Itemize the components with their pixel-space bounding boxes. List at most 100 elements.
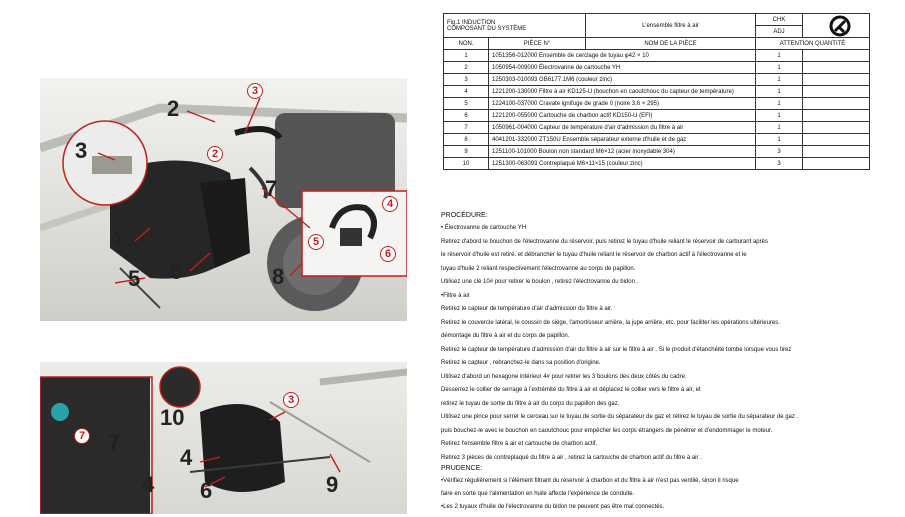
- part-description: 1250303-010093 GB6177.1M6 (couleur zinc): [488, 73, 756, 86]
- part-description: 1251100-101000 Boulon non standard M6×12…: [488, 145, 756, 158]
- caution-title: PRUDENCE:: [441, 465, 483, 472]
- procedure-line: Utilisez d'abord un hexagone intérieur 4…: [441, 373, 687, 380]
- part-number-index: 3: [443, 73, 489, 86]
- system-label: COMPOSANT DU SYSTÈME: [447, 25, 527, 32]
- inset-callout-5: 5: [308, 234, 324, 250]
- callout-6-b: 6: [200, 478, 213, 503]
- part-quantity: 1: [755, 61, 803, 74]
- col-no-header: NON.: [443, 37, 489, 50]
- part-number-index: 5: [443, 97, 489, 110]
- fig-header-cell: Fig.1 INDUCTION COMPOSANT DU SYSTÈME: [443, 13, 586, 38]
- part-description: 1251300-063093 Contreplaqué M6×11×15 (co…: [488, 157, 756, 170]
- part-description: 1050954-009000 Électrovanne de cartouche…: [488, 61, 756, 74]
- part-number-index: 1: [443, 49, 489, 62]
- procedure-line: Retirez 3 pièces de contreplaqué du filt…: [441, 454, 702, 461]
- procedure-line: tuyau d'huile 2 reliant respectivement l…: [441, 265, 636, 272]
- procedure-line: Retirez le capteur de température d'admi…: [441, 346, 792, 353]
- adj-label: ADJ: [755, 25, 803, 38]
- procedure-line: Retirez d'abord le bouchon de l'électrov…: [441, 238, 768, 245]
- caution-line: faire en sorte que l'alimentation en hui…: [441, 491, 635, 497]
- part-number-index: 6: [443, 109, 489, 122]
- part-extra-cell: [802, 61, 870, 74]
- part-number-index: 4: [443, 85, 489, 98]
- engine-photo-bottom: 7 7 10 4 6 9 3 4: [40, 362, 407, 514]
- logo-cell: [802, 13, 870, 38]
- part-extra-cell: [802, 49, 870, 62]
- procedure-line: Desserrez le collier de serrage à l'extr…: [441, 387, 701, 393]
- part-quantity: 3: [755, 157, 803, 170]
- callout-1: 2: [167, 96, 180, 121]
- parts-table: Fig.1 INDUCTION COMPOSANT DU SYSTÈME L'e…: [443, 13, 870, 170]
- part-description: 1050961-004000 Capteur de température d'…: [488, 121, 756, 134]
- callout-7-b: 7: [108, 430, 121, 455]
- part-extra-cell: [802, 109, 870, 122]
- part-number-index: 7: [443, 121, 489, 134]
- part-quantity: 1: [755, 121, 803, 134]
- procedure-line: • Électrovanne de cartouche YH: [441, 225, 527, 231]
- callout-3-circle: 3: [247, 83, 263, 99]
- callout-3: 3: [75, 138, 88, 163]
- callout-2-circle: 2: [207, 146, 223, 162]
- part-number-index: 8: [443, 133, 489, 146]
- callout-10: 10: [160, 405, 185, 430]
- engine-photo-top: 2 3 3 2 7 4 6 5 8 4 5 6: [40, 78, 407, 321]
- callout-8: 8: [272, 264, 285, 289]
- part-description: 1224100-037000 Cravate ignifuge de grade…: [488, 97, 756, 110]
- procedure-line: le réservoir d'huile est retiré. et débr…: [441, 252, 747, 258]
- part-number-index: 2: [443, 61, 489, 74]
- caution-line: •Vérifiez régulièrement si l'élément fil…: [441, 478, 739, 484]
- part-quantity: 1: [755, 97, 803, 110]
- callout-7: 7: [265, 176, 278, 201]
- procedure-line: retirez le tuyau de sortie du filtre à a…: [441, 400, 620, 407]
- part-quantity: 1: [755, 85, 803, 98]
- assembly-name: L'ensemble filtre à air: [585, 13, 756, 38]
- part-quantity: 3: [755, 145, 803, 158]
- callout-7-circle: 7: [74, 428, 90, 444]
- part-quantity: 1: [755, 73, 803, 86]
- part-description: 1221200-130000 Filtre à air KD125-U (bou…: [488, 85, 756, 98]
- col-note-qty-header: ATTENTION QUANTITÉ: [755, 37, 870, 50]
- procedure-line: Utilisez une pince pour serrer le cercea…: [441, 414, 799, 420]
- procedure-line: Retirez l'ensemble filtre à air et carto…: [441, 441, 598, 447]
- part-extra-cell: [802, 121, 870, 134]
- part-extra-cell: [802, 73, 870, 86]
- part-quantity: 1: [755, 133, 803, 146]
- caution-line: •Les 2 tuyaux d'huile de l'électrovanne …: [441, 504, 665, 510]
- callout-6: 6: [170, 259, 183, 284]
- callout-4-c: 4: [142, 472, 155, 497]
- procedure-line: Utilisez une clé 10# pour retirer le bou…: [441, 279, 639, 285]
- part-quantity: 1: [755, 109, 803, 122]
- part-description: 1221200-055000 Cartouche de charbon acti…: [488, 109, 756, 122]
- col-part-name-header: NOM DE LA PIÈCE: [585, 37, 756, 50]
- part-extra-cell: [802, 133, 870, 146]
- part-description: 1051356-012000 Ensemble de cerclage de t…: [488, 49, 756, 62]
- part-number-index: 10: [443, 157, 489, 170]
- callout-4: 4: [110, 226, 123, 251]
- col-part-no-header: PIÈCE N°: [488, 37, 586, 50]
- part-description: 4041201-332000 ZT150U Ensemble séparateu…: [488, 133, 756, 146]
- procedure-line: Retirez le capteur de température d'air …: [441, 306, 613, 312]
- procedure-title: PROCÉDURE:: [441, 212, 488, 219]
- engine-illustration-top: [40, 97, 407, 311]
- callout-9: 9: [326, 472, 339, 497]
- fig-label: Fig.1 INDUCTION: [447, 19, 496, 26]
- callout-5: 5: [128, 266, 141, 291]
- chk-label: CHK: [755, 13, 803, 26]
- procedure-line: •Filtre à air: [441, 292, 470, 299]
- part-extra-cell: [802, 97, 870, 110]
- procedure-line: Retirez le couvercle latéral, le coussin…: [441, 319, 780, 326]
- procedure-line: puis bouchez-le avec le bouchon en caout…: [441, 427, 773, 434]
- part-quantity: 1: [755, 49, 803, 62]
- part-extra-cell: [802, 157, 870, 170]
- part-extra-cell: [802, 85, 870, 98]
